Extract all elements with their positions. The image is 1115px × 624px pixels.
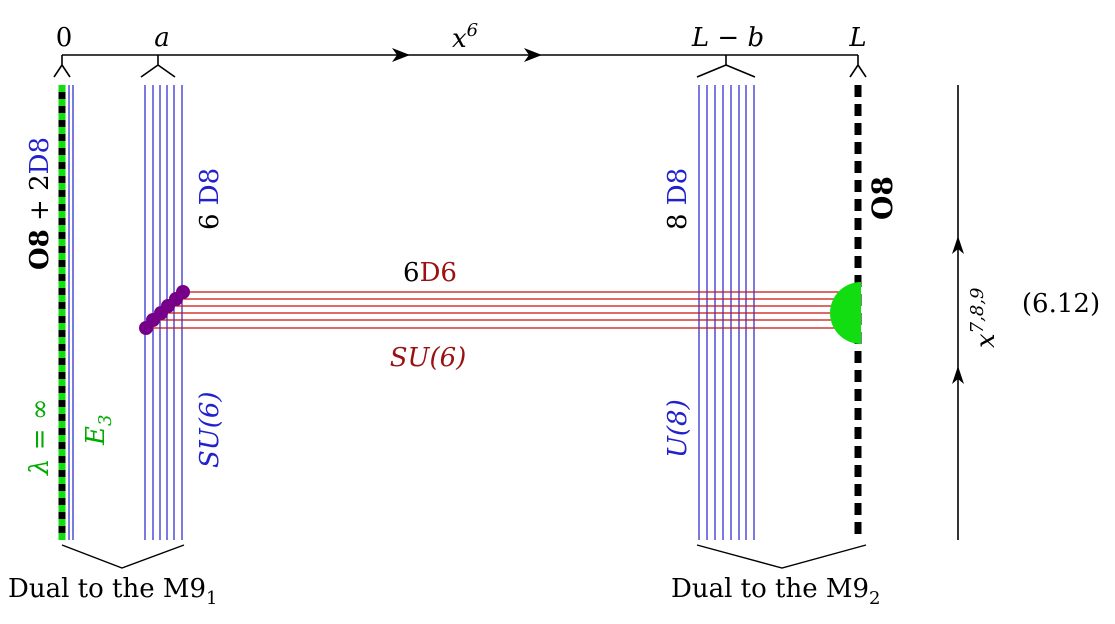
tick-fork-0 <box>53 55 71 78</box>
green-half-disk <box>830 282 861 344</box>
purple-dots <box>139 285 190 335</box>
d6-group: SU(6) <box>390 343 467 373</box>
left-plane-label: O8 + 2D8 <box>25 137 55 270</box>
right-plane-label: O8 <box>866 176 899 220</box>
x6-arrow-head-2 <box>524 48 542 62</box>
x6-arrow-head-1 <box>392 48 410 62</box>
tick-label-l: L <box>848 23 866 53</box>
tick-label-lb: L − b <box>691 23 764 53</box>
tick-fork-a <box>140 55 176 78</box>
x6-label: x6 <box>452 20 478 54</box>
tick-fork-l <box>849 55 867 78</box>
equation-number: (6.12) <box>1022 289 1100 319</box>
vertical-arrow-head-1 <box>952 236 964 254</box>
stack-a-group: SU(6) <box>195 391 225 468</box>
brace-right <box>696 544 867 569</box>
stack-a-label: 6 D8 <box>195 168 225 230</box>
brace-left <box>61 544 185 569</box>
dual-left-label: Dual to the M91 <box>8 574 218 609</box>
lambda-label: λ = ∞ <box>25 399 55 476</box>
dual-right-label: Dual to the M92 <box>671 574 881 609</box>
tick-fork-lb <box>696 55 756 78</box>
tick-label-0: 0 <box>56 23 73 53</box>
stack-lb-label: 8 D8 <box>663 168 693 230</box>
tick-label-a: a <box>154 23 170 53</box>
d6-lines <box>146 291 845 329</box>
stack-lb-group: U(8) <box>663 399 693 458</box>
vertical-axis-label: x7,8,9 <box>967 288 1001 348</box>
vertical-arrow-head-2 <box>952 366 964 384</box>
e3-label: E3 <box>81 415 116 446</box>
d6-label: 6D6 <box>403 258 457 288</box>
